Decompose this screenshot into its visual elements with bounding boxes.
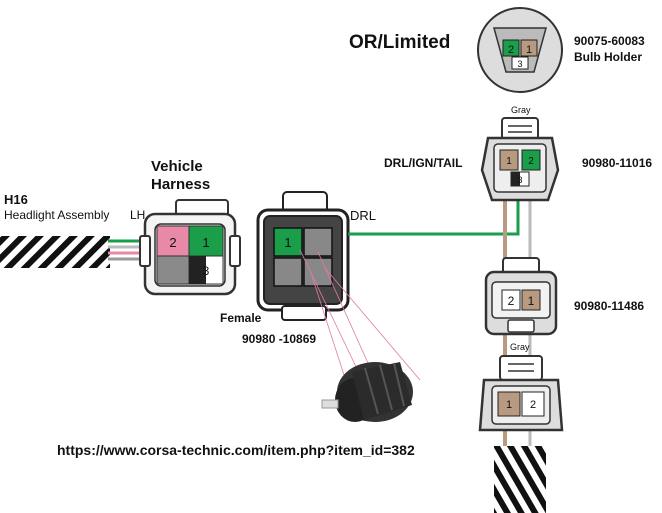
headlight-label-1: H16 [4,192,28,207]
bulb-pin-1-label: 1 [526,44,532,56]
harness-pin-1-label: 1 [202,235,209,250]
drl-wire-label: DRL [350,208,376,223]
bulb-pin-2-label: 2 [508,44,514,56]
vehicle-harness-label-1: Vehicle [151,158,203,175]
bulb-pin-3 [511,56,529,70]
lower-connector: 1 2 [478,355,564,432]
headlight-label-2: Headlight Assembly [4,208,109,222]
lower-pin-1 [497,391,521,417]
bulb-holder-part-number: 90075-60083 [574,34,645,48]
female-connector-gender: Female [220,311,262,325]
female-connector-part-number: 90980 -10869 [242,332,316,346]
bulb-pin-3-label: 3 [517,59,522,69]
harness-pin-2-label: 2 [169,235,176,250]
vehicle-harness-connector: 2 1 3 [139,199,241,296]
bottom-wire-loom [494,446,546,513]
female-connector: 1 [256,191,350,321]
left-wire-loom [0,236,110,268]
drl-connector-circuit: DRL/IGN/TAIL [384,156,462,170]
female-pin-1 [273,227,303,257]
drl-pin-2 [521,149,541,171]
mid-pin-1 [521,289,541,311]
drl-wire [348,195,520,236]
bulb-pin-1 [520,39,538,57]
drl-connector-part-number: 90980-11016 [582,156,652,170]
lower-connector-color: Gray [510,342,530,352]
lower-pin-2 [521,391,545,417]
pointer-lines [299,249,421,381]
drl-pin-2-label: 2 [528,156,534,167]
drl-pin-3-label: 3 [517,175,522,185]
lower-pin-2-label: 2 [530,399,536,411]
diagram-title: OR/Limited [349,32,450,53]
mid-pin-2 [501,289,521,311]
bulb-holder: 2 1 3 [477,7,563,93]
lower-pin-1-label: 1 [506,399,512,411]
mid-pin-1-label: 1 [528,294,535,308]
bulb-pin-2 [502,39,520,57]
seal-plug-image [321,362,413,422]
bulb-holder-name: Bulb Holder [574,50,642,64]
source-url: https://www.corsa-technic.com/item.php?i… [57,442,415,458]
mid-connector-part-number: 90980-11486 [574,299,644,313]
mid-connector: 2 1 [484,257,558,336]
vehicle-harness-label-2: Harness [151,176,210,193]
drl-connector-color: Gray [511,105,531,115]
headlight-side: LH [130,208,145,222]
drl-pin-1-label: 1 [506,156,512,167]
harness-pin-empty [156,255,190,285]
drl-pin-1 [499,149,519,171]
female-pin-1-label: 1 [284,235,291,250]
mid-pin-2-label: 2 [508,294,515,308]
harness-pin-3-label: 3 [203,264,210,278]
drl-connector: 1 2 3 [480,117,560,202]
